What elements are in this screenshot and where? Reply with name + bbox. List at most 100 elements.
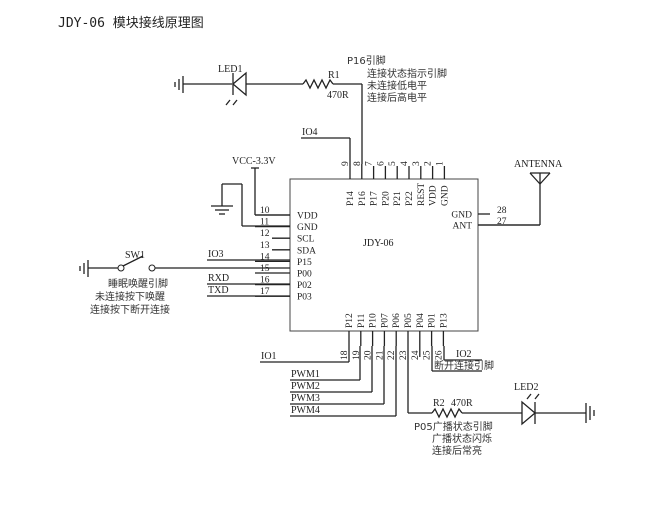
svg-text:未连接按下唤醒: 未连接按下唤醒: [95, 290, 165, 303]
svg-text:睡眠唤醒引脚: 睡眠唤醒引脚: [108, 277, 168, 290]
pin-number: 4: [400, 161, 410, 166]
pin-number: 6: [376, 161, 386, 166]
pin-number: 10: [260, 206, 270, 216]
pin-number: 1: [435, 161, 445, 166]
net-pwm4: PWM4: [291, 405, 320, 416]
pin-name: GND: [297, 223, 318, 233]
pin-name: P06: [392, 313, 402, 328]
pin-name: P15: [297, 258, 312, 268]
module-body: [289, 178, 479, 332]
r1-label: R1: [328, 70, 340, 81]
pin-number: 26: [434, 350, 444, 360]
net-io4: IO4: [302, 127, 318, 138]
pin-number: 8: [353, 161, 363, 166]
r1-resistor-icon: [302, 78, 334, 90]
pin-p10-20: 20 P10: [364, 313, 379, 360]
pin-name: P12: [345, 313, 355, 328]
pin-name: VDD: [429, 185, 439, 206]
svg-text:连接后高电平: 连接后高电平: [367, 91, 427, 104]
pin-number: 28: [497, 206, 507, 216]
vcc-label: VCC-3.3V: [232, 156, 276, 167]
led2-label: LED2: [514, 382, 538, 393]
pin-number: 16: [260, 276, 270, 286]
pin-number: 23: [399, 350, 409, 360]
pin-name: REST: [417, 183, 427, 206]
p05-note: P05广播状态引脚 广播状态闪烁 连接后常亮: [414, 420, 493, 457]
pin-number: 15: [260, 264, 270, 274]
pin-name: P00: [297, 270, 312, 280]
pin-name: P07: [380, 313, 390, 328]
svg-text:连接按下断开连接: 连接按下断开连接: [90, 303, 170, 316]
led1-diode-icon: [225, 71, 247, 106]
led1-label: LED1: [218, 64, 242, 75]
antenna-icon: ANTENNA: [514, 159, 563, 225]
pin-name: P20: [381, 191, 391, 206]
pin-name: ANT: [452, 222, 472, 232]
pin-number: 25: [423, 350, 433, 360]
pin-name: P13: [439, 313, 449, 328]
pin-name: P05: [404, 313, 414, 328]
pin-name: SCL: [297, 235, 315, 245]
module-name: JDY-06: [363, 238, 394, 249]
ground-icon: [79, 260, 89, 277]
pin-name: GND: [440, 185, 450, 206]
p16-note: P16引脚 连接状态指示引脚 未连接低电平 连接后高电平: [347, 54, 447, 104]
net-rxd: RXD: [208, 273, 229, 284]
pin-name: P04: [416, 313, 426, 328]
pin-number: 11: [260, 218, 269, 228]
pin-p01-25: 25 P01: [423, 313, 438, 360]
pin-p05-23: 23 P05: [399, 313, 414, 360]
net-io3: IO3: [208, 249, 224, 260]
sw1-label: SW1: [125, 250, 145, 261]
pin-number: 17: [260, 287, 270, 297]
pin-number: 2: [424, 161, 434, 166]
pin-number: 3: [412, 161, 422, 166]
pin-name: P10: [369, 313, 379, 328]
r2-label: R2: [433, 398, 445, 409]
pin-number: 9: [341, 161, 351, 166]
net-pwm2: PWM2: [291, 381, 320, 392]
net-txd: TXD: [208, 285, 229, 296]
pin-number: 27: [497, 217, 507, 227]
r2-resistor-icon: [431, 407, 463, 419]
pin-number: 21: [375, 350, 385, 360]
net-pwm3: PWM3: [291, 393, 320, 404]
pin-name: P01: [428, 313, 438, 328]
ground-icon: [174, 76, 184, 93]
ground-icon: [585, 403, 595, 423]
pin-number: 20: [364, 350, 374, 360]
pin-number: 22: [387, 350, 397, 360]
sw1-circuit: SW1: [79, 250, 290, 277]
io2-note: 断开连接引脚: [434, 359, 494, 372]
r2-value: 470R: [451, 398, 473, 409]
page-title: JDY-06 模块接线原理图: [58, 15, 204, 31]
pin-name: P17: [370, 191, 380, 206]
pin-number: 12: [260, 229, 270, 239]
pin-number: 18: [340, 350, 350, 360]
net-io1: IO1: [261, 351, 277, 362]
pin-name: SDA: [297, 246, 316, 256]
svg-text:连接后常亮: 连接后常亮: [432, 444, 482, 457]
net-io2: IO2: [456, 349, 472, 360]
pin-name: P11: [357, 313, 367, 328]
pin-p13-26: 26 P13: [434, 313, 449, 360]
svg-text:未连接低电平: 未连接低电平: [367, 79, 427, 92]
